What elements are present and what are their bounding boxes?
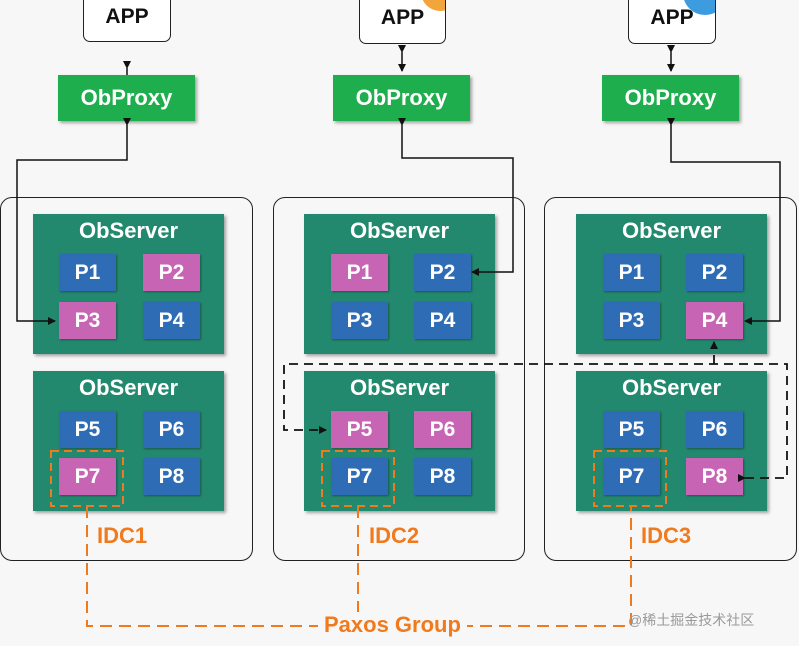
idc-label-3: IDC3 <box>641 523 692 548</box>
app-box-3: APP <box>628 0 716 44</box>
partition-p5: P5 <box>59 411 116 448</box>
partition-p7: P7 <box>603 458 660 495</box>
partition-p4: P4 <box>686 302 743 339</box>
observer-title: ObServer <box>78 375 179 400</box>
observer-idc1-top: ObServer P1 P2 P3 P4 <box>33 214 224 354</box>
observer-idc3-top: ObServer P1 P2 P3 P4 <box>576 214 767 354</box>
observer-title: ObServer <box>78 218 179 243</box>
partition-p8: P8 <box>414 458 471 495</box>
partition-p3: P3 <box>331 302 388 339</box>
partition-p6: P6 <box>686 411 743 448</box>
idc-label-2: IDC2 <box>369 523 420 548</box>
partition-p7: P7 <box>331 458 388 495</box>
partition-p3: P3 <box>603 302 660 339</box>
observer-title: ObServer <box>349 218 450 243</box>
partition-p3: P3 <box>59 302 116 339</box>
app-box-2: APP <box>359 0 446 44</box>
observer-title: ObServer <box>621 375 722 400</box>
obproxy-label-1: ObProxy <box>80 85 173 110</box>
observer-idc2-bottom: ObServer P5 P6 P7 P8 <box>304 371 495 511</box>
partition-p6: P6 <box>143 411 200 448</box>
obproxy-1: ObProxy <box>58 75 195 121</box>
observer-idc1-bottom: ObServer P5 P6 P7 P8 <box>33 371 224 511</box>
partition-p8: P8 <box>686 458 743 495</box>
obproxy-2: ObProxy <box>333 75 470 121</box>
app-box-1: APP <box>83 0 171 42</box>
partition-p2: P2 <box>414 254 471 291</box>
partition-p2: P2 <box>686 254 743 291</box>
partition-p8: P8 <box>143 458 200 495</box>
app-label-3: APP <box>650 6 694 29</box>
app-label-2: APP <box>380 6 425 29</box>
observer-title: ObServer <box>621 218 722 243</box>
app-decoration-2 <box>421 0 445 11</box>
observer-idc3-bottom: ObServer P5 P6 P7 P8 <box>576 371 767 511</box>
observer-title: ObServer <box>349 375 450 400</box>
app-label-1: APP <box>105 5 149 28</box>
partition-p1: P1 <box>603 254 660 291</box>
partition-p4: P4 <box>414 302 471 339</box>
obproxy-3: ObProxy <box>602 75 739 121</box>
observer-idc2-top: ObServer P1 P2 P3 P4 <box>304 214 495 354</box>
partition-p7: P7 <box>59 458 116 495</box>
partition-p1: P1 <box>331 254 388 291</box>
partition-p4: P4 <box>143 302 200 339</box>
paxos-group-label: Paxos Group <box>318 612 467 638</box>
obproxy-label-3: ObProxy <box>624 85 717 110</box>
partition-p1: P1 <box>59 254 116 291</box>
idc-label-1: IDC1 <box>97 523 148 548</box>
partition-p5: P5 <box>603 411 660 448</box>
obproxy-label-2: ObProxy <box>355 85 448 110</box>
partition-p6: P6 <box>414 411 471 448</box>
watermark: @稀土掘金技术社区 <box>628 612 755 628</box>
partition-p5: P5 <box>331 411 388 448</box>
partition-p2: P2 <box>143 254 200 291</box>
